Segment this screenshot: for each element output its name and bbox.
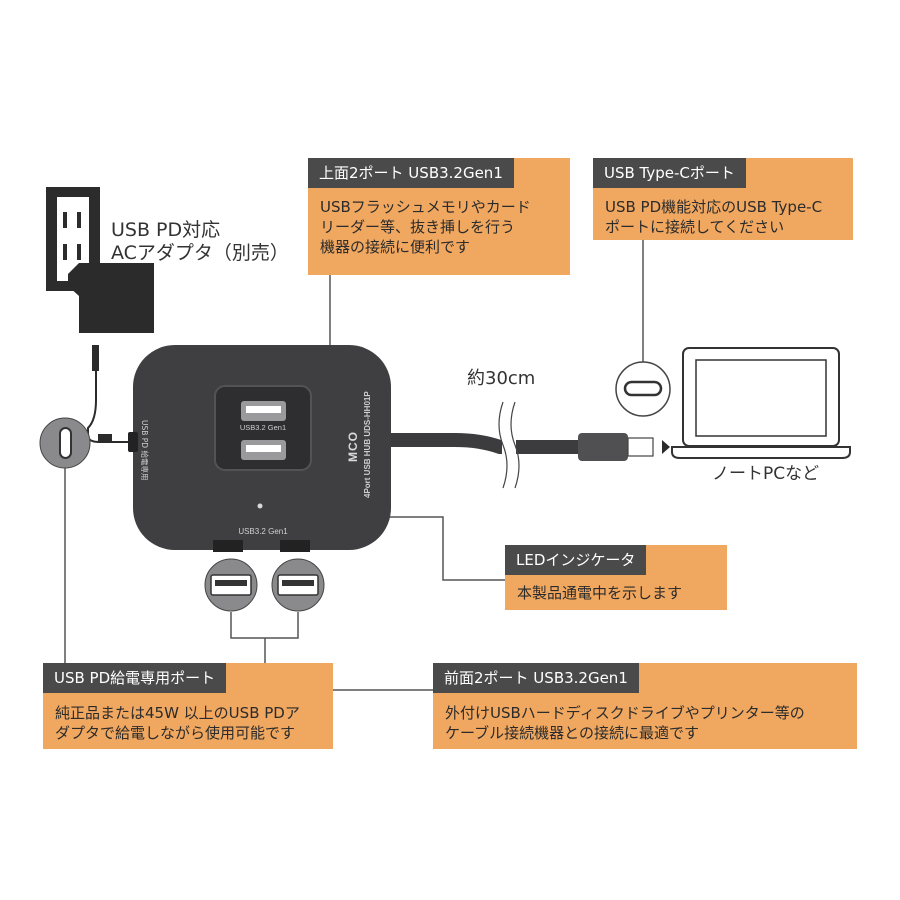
callout-line: 本製品通電中を示します [517, 584, 683, 602]
callout-leader-lines [64, 240, 644, 691]
callout-line: USBフラッシュメモリやカード [320, 198, 531, 216]
callout-body: USB PD機能対応のUSB Type-C ポートに接続してください [605, 197, 822, 237]
callout-line: ケーブル接続機器との接続に最適です [445, 724, 699, 742]
adapter-label-line1: USB PD対応 [111, 219, 221, 241]
usb-c-cable [373, 401, 670, 489]
callout-body: 本製品通電中を示します [517, 583, 682, 603]
usb-a-port-icon [204, 558, 258, 612]
callout-title: USB Type-Cポート [593, 158, 746, 188]
callout-line: USB PD機能対応のUSB Type-C [605, 198, 823, 216]
usb-c-port-icon [615, 361, 671, 417]
callout-title: 上面2ポート USB3.2Gen1 [308, 158, 514, 188]
usb-hub-device [128, 345, 391, 552]
pd-port-icon [39, 417, 91, 469]
callout-line: 純正品または45W 以上のUSB PDア [55, 704, 300, 722]
callout-body: 外付けUSBハードディスクドライブやプリンター等の ケーブル接続機器との接続に最… [445, 703, 805, 743]
callout-top-ports: 上面2ポート USB3.2Gen1 USBフラッシュメモリやカード リーダー等、… [308, 158, 570, 275]
callout-line: ポートに接続してください [605, 218, 785, 236]
callout-pd-port: USB PD給電専用ポート 純正品または45W 以上のUSB PDア ダプタで給… [43, 663, 333, 749]
hub-brand-logo: MCO [346, 431, 360, 462]
led-indicator [257, 503, 263, 509]
usb-a-port-icon [271, 558, 325, 612]
callout-body: USBフラッシュメモリやカード リーダー等、抜き挿しを行う 機器の接続に便利です [320, 197, 531, 257]
adapter-label-line2: ACアダプタ（別売） [111, 242, 289, 264]
laptop-label: ノートPCなど [712, 464, 820, 484]
callout-title: 前面2ポート USB3.2Gen1 [433, 663, 639, 693]
callout-body: 純正品または45W 以上のUSB PDア ダプタで給電しながら使用可能です [55, 703, 300, 743]
hub-front-port-print: USB3.2 Gen1 [238, 527, 288, 536]
laptop-icon [671, 347, 851, 459]
callout-led-indicator: LEDインジケータ 本製品通電中を示します [505, 545, 727, 610]
callout-title: LEDインジケータ [505, 545, 647, 575]
callout-line: ダプタで給電しながら使用可能です [55, 724, 296, 742]
callout-line: 機器の接続に便利です [320, 238, 471, 256]
hub-model-print: 4Port USB HUB UDS-HH01P [363, 391, 372, 498]
callout-title: USB PD給電専用ポート [43, 663, 227, 693]
cable-length-label: 約30cm [467, 368, 536, 389]
callout-line: 外付けUSBハードディスクドライブやプリンター等の [445, 704, 805, 722]
hub-top-port-print: USB3.2 Gen1 [240, 423, 286, 432]
callout-type-c-port: USB Type-Cポート USB PD機能対応のUSB Type-C ポートに… [593, 158, 853, 240]
adapter-label: USB PD対応 ACアダプタ（別売） [111, 219, 289, 265]
callout-front-ports: 前面2ポート USB3.2Gen1 外付けUSBハードディスクドライブやプリンタ… [433, 663, 857, 749]
hub-side-print: USB PD 給電専用 [140, 420, 150, 480]
callout-line: リーダー等、抜き挿しを行う [320, 218, 516, 236]
